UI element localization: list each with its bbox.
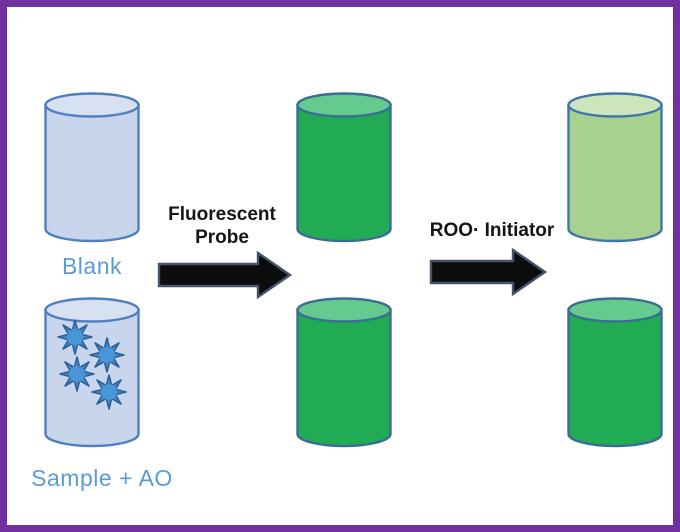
blank-probe-vial	[296, 92, 392, 243]
antioxidant-star-icon	[59, 356, 95, 392]
cylinder-body	[567, 103, 663, 243]
roo-initiator-label: ROO· Initiator	[429, 220, 555, 241]
sample-vial	[44, 297, 140, 448]
cylinder-top	[296, 92, 392, 118]
antioxidant-star-icon	[57, 319, 93, 355]
fluorescent-probe-label: Fluorescent Probe	[168, 204, 276, 248]
right-arrow-icon	[429, 247, 548, 297]
antioxidant-star-icon	[91, 374, 127, 410]
cylinder-top	[567, 92, 663, 118]
sample-protected-vial	[567, 297, 663, 448]
cylinder-top	[567, 297, 663, 323]
cylinder-body	[44, 103, 140, 243]
cylinder-body	[44, 308, 140, 448]
antioxidant-star-icon	[89, 337, 125, 373]
cylinder-body	[567, 308, 663, 448]
sample-probe-vial	[296, 297, 392, 448]
cylinder-body	[296, 103, 392, 243]
sample-label: Sample + AO	[31, 465, 173, 491]
blank-oxidized-vial	[567, 92, 663, 243]
cylinder-top	[44, 297, 140, 323]
right-arrow-icon	[157, 250, 293, 300]
cylinder-top	[44, 92, 140, 118]
cylinder-body	[296, 308, 392, 448]
cylinder-top	[296, 297, 392, 323]
blank-vial	[44, 92, 140, 243]
blank-label: Blank	[61, 253, 123, 279]
